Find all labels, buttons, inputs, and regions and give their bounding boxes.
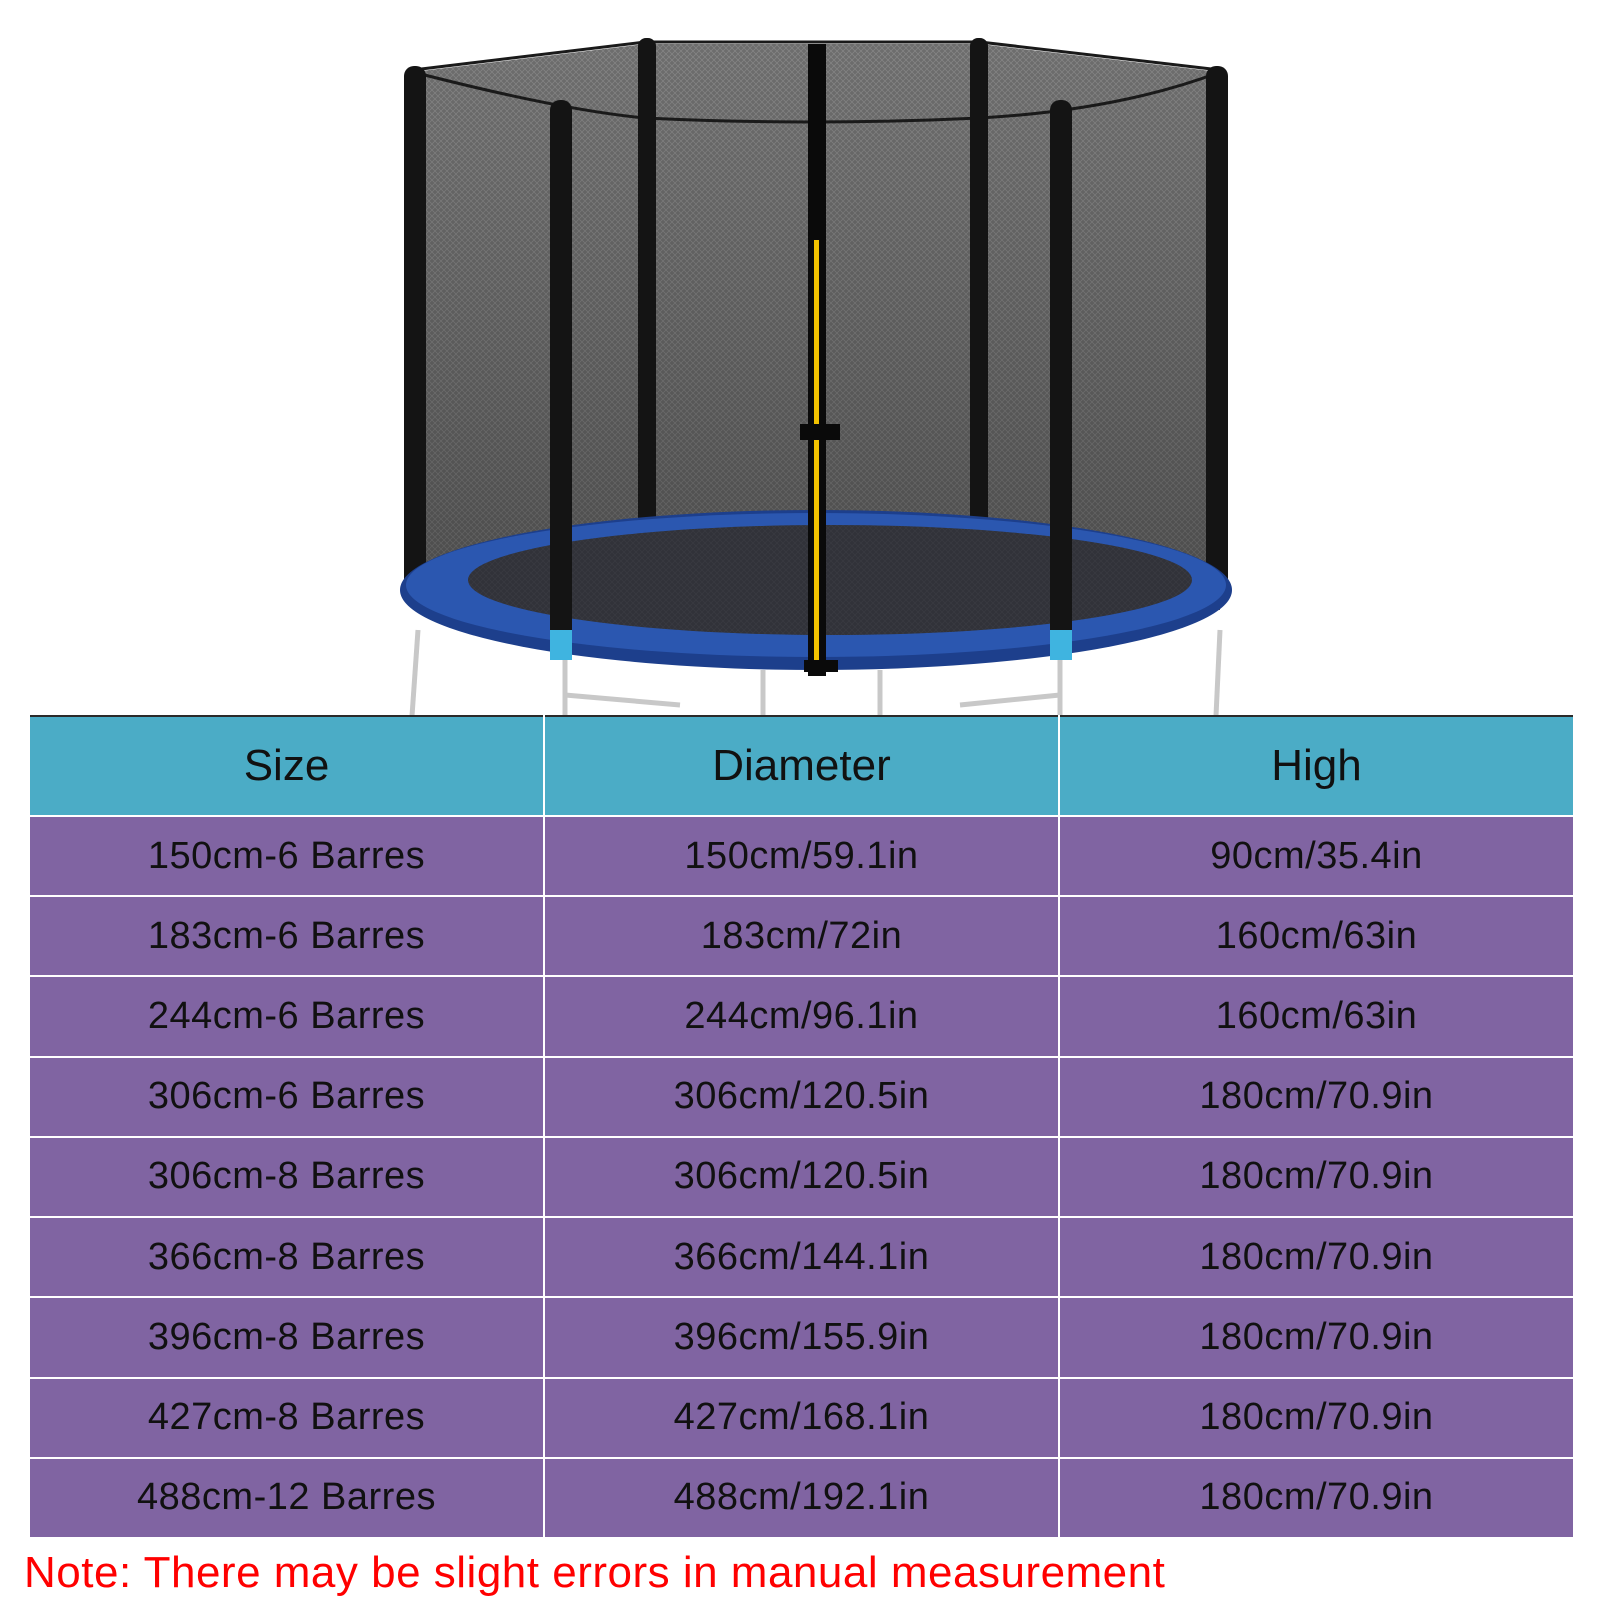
height-measure-icon <box>800 44 840 676</box>
size-cell: 488cm-12 Barres <box>28 1456 545 1540</box>
table-row: 183cm-6 Barres 183cm/72in 160cm/63in <box>28 895 1575 978</box>
diameter-cell: 306cm/120.5in <box>543 1135 1060 1219</box>
high-cell: 160cm/63in <box>1058 975 1575 1058</box>
diameter-cell: 306cm/120.5in <box>543 1055 1060 1138</box>
header-diameter: Diameter <box>543 716 1060 817</box>
diameter-cell: 427cm/168.1in <box>543 1376 1060 1459</box>
size-table: Size Diameter High 150cm-6 Barres 150cm/… <box>28 715 1575 1540</box>
diameter-cell: 488cm/192.1in <box>543 1456 1060 1540</box>
size-cell: 306cm-6 Barres <box>28 1055 545 1138</box>
table-header-row: Size Diameter High <box>28 716 1575 817</box>
table-row: 488cm-12 Barres 488cm/192.1in 180cm/70.9… <box>28 1456 1575 1540</box>
header-high: High <box>1058 716 1575 817</box>
table-row: 244cm-6 Barres 244cm/96.1in 160cm/63in <box>28 975 1575 1058</box>
high-cell: 180cm/70.9in <box>1058 1135 1575 1219</box>
table-row: 427cm-8 Barres 427cm/168.1in 180cm/70.9i… <box>28 1376 1575 1459</box>
table-row: 396cm-8 Barres 396cm/155.9in 180cm/70.9i… <box>28 1296 1575 1379</box>
high-cell: 180cm/70.9in <box>1058 1216 1575 1299</box>
table-row: 306cm-6 Barres 306cm/120.5in 180cm/70.9i… <box>28 1055 1575 1138</box>
high-cell: 180cm/70.9in <box>1058 1456 1575 1540</box>
size-cell: 396cm-8 Barres <box>28 1296 545 1379</box>
trampoline-mat <box>400 510 1232 670</box>
high-cell: 180cm/70.9in <box>1058 1055 1575 1138</box>
trampoline-with-safety-net-icon <box>400 38 1232 716</box>
table-row: 366cm-8 Barres 366cm/144.1in 180cm/70.9i… <box>28 1216 1575 1299</box>
trampoline-legs <box>409 629 1223 716</box>
high-cell: 160cm/63in <box>1058 895 1575 978</box>
size-cell: 150cm-6 Barres <box>28 814 545 898</box>
size-cell: 306cm-8 Barres <box>28 1135 545 1219</box>
diameter-cell: 150cm/59.1in <box>543 814 1060 898</box>
front-poles <box>550 100 1072 660</box>
table-row: 306cm-8 Barres 306cm/120.5in 180cm/70.9i… <box>28 1135 1575 1219</box>
diameter-cell: 366cm/144.1in <box>543 1216 1060 1299</box>
size-cell: 244cm-6 Barres <box>28 975 545 1058</box>
size-cell: 427cm-8 Barres <box>28 1376 545 1459</box>
back-poles <box>404 38 1228 606</box>
diameter-cell: 244cm/96.1in <box>543 975 1060 1058</box>
high-cell: 90cm/35.4in <box>1058 814 1575 898</box>
diameter-cell: 183cm/72in <box>543 895 1060 978</box>
measurement-note: Note: There may be slight errors in manu… <box>24 1548 1166 1597</box>
high-cell: 180cm/70.9in <box>1058 1376 1575 1459</box>
size-cell: 183cm-6 Barres <box>28 895 545 978</box>
header-size: Size <box>28 716 545 817</box>
diameter-cell: 396cm/155.9in <box>543 1296 1060 1379</box>
high-cell: 180cm/70.9in <box>1058 1296 1575 1379</box>
table-row: 150cm-6 Barres 150cm/59.1in 90cm/35.4in <box>28 814 1575 898</box>
size-cell: 366cm-8 Barres <box>28 1216 545 1299</box>
